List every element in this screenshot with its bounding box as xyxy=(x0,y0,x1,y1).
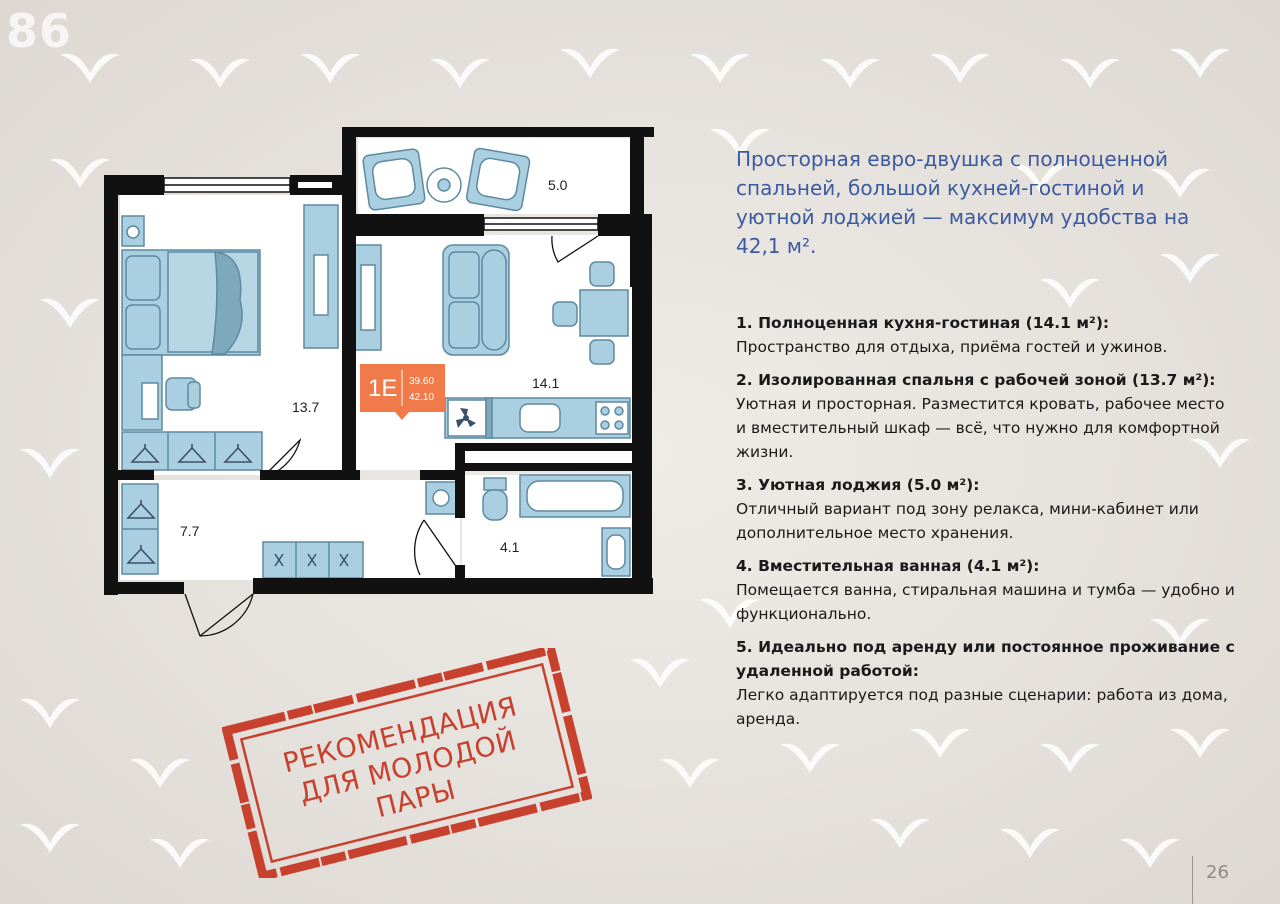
area-bathroom: 4.1 xyxy=(500,539,520,555)
window-icon xyxy=(163,177,599,231)
dining-table-icon xyxy=(552,261,629,365)
feature-title: 1. Полноценная кухня-гостиная (14.1 м²): xyxy=(736,314,1110,332)
feature-description: Отличный вариант под зону релакса, мини-… xyxy=(736,500,1199,542)
feature-item: 1. Полноценная кухня-гостиная (14.1 м²):… xyxy=(736,311,1236,359)
badge-code: 1E xyxy=(368,375,397,402)
feature-title: 5. Идеально под аренду или постоянное пр… xyxy=(736,638,1235,680)
feature-item: 3. Уютная лоджия (5.0 м²): Отличный вари… xyxy=(736,473,1236,545)
area-hallway: 7.7 xyxy=(180,523,200,539)
feature-title: 2. Изолированная спальня с рабочей зоной… xyxy=(736,371,1216,389)
feature-title: 4. Вместительная ванная (4.1 м²): xyxy=(736,557,1040,575)
feature-title: 3. Уютная лоджия (5.0 м²): xyxy=(736,476,980,494)
bathroom-sink-icon xyxy=(601,527,631,577)
page-number-divider xyxy=(1192,856,1193,904)
hall-wardrobe-icon xyxy=(121,483,159,575)
badge-area-top: 39.60 xyxy=(409,376,434,387)
page-number: 26 xyxy=(1206,862,1229,883)
feature-list: 1. Полноценная кухня-гостиная (14.1 м²):… xyxy=(736,311,1236,740)
feature-description: Легко адаптируется под разные сценарии: … xyxy=(736,686,1228,728)
area-kitchen-living: 14.1 xyxy=(532,375,559,391)
door-icon xyxy=(184,235,599,637)
toilet-icon xyxy=(482,477,508,521)
fan-icon xyxy=(456,408,476,428)
closet-icon xyxy=(121,431,263,471)
bathtub-icon xyxy=(519,474,631,518)
feature-item: 5. Идеально под аренду или постоянное пр… xyxy=(736,635,1236,731)
feature-item: 2. Изолированная спальня с рабочей зоной… xyxy=(736,368,1236,464)
tv-stand-icon xyxy=(354,244,382,351)
corner-page-number: 86 xyxy=(6,4,73,58)
loggia-table-icon xyxy=(426,167,462,203)
shoe-cabinet-icon xyxy=(262,541,364,579)
area-loggia: 5.0 xyxy=(548,177,568,193)
feature-description: Помещается ванна, стиральная машина и ту… xyxy=(736,581,1235,623)
desk-icon xyxy=(121,354,201,431)
apartment-badge: 1E 39.60 42.10 xyxy=(360,364,445,420)
feature-description: Пространство для отдыха, приёма гостей и… xyxy=(736,338,1168,356)
bed-icon xyxy=(121,249,261,356)
loggia-chair-icon xyxy=(465,147,531,212)
shoe-glyph-icon xyxy=(274,553,349,567)
feature-item: 4. Вместительная ванная (4.1 м²): Помеща… xyxy=(736,554,1236,626)
area-bedroom: 13.7 xyxy=(292,399,319,415)
floor-plan: 5.0 13.7 14.1 7.7 4.1 1E 39.60 42.10 xyxy=(104,127,654,637)
loggia-chair-icon xyxy=(362,148,426,211)
feature-description: Уютная и просторная. Разместится кровать… xyxy=(736,395,1225,461)
recommendation-stamp: РЕКОМЕНДАЦИЯ ДЛЯ МОЛОДОЙ ПАРЫ xyxy=(222,648,592,878)
walls xyxy=(104,127,654,595)
badge-area-bottom: 42.10 xyxy=(409,392,434,403)
furniture xyxy=(121,147,631,579)
sofa-icon xyxy=(442,244,510,356)
hanger-icon xyxy=(126,444,253,564)
kitchen-counter-icon xyxy=(444,397,631,439)
headline: Просторная евро-двушка с полноценной спа… xyxy=(736,147,1190,258)
